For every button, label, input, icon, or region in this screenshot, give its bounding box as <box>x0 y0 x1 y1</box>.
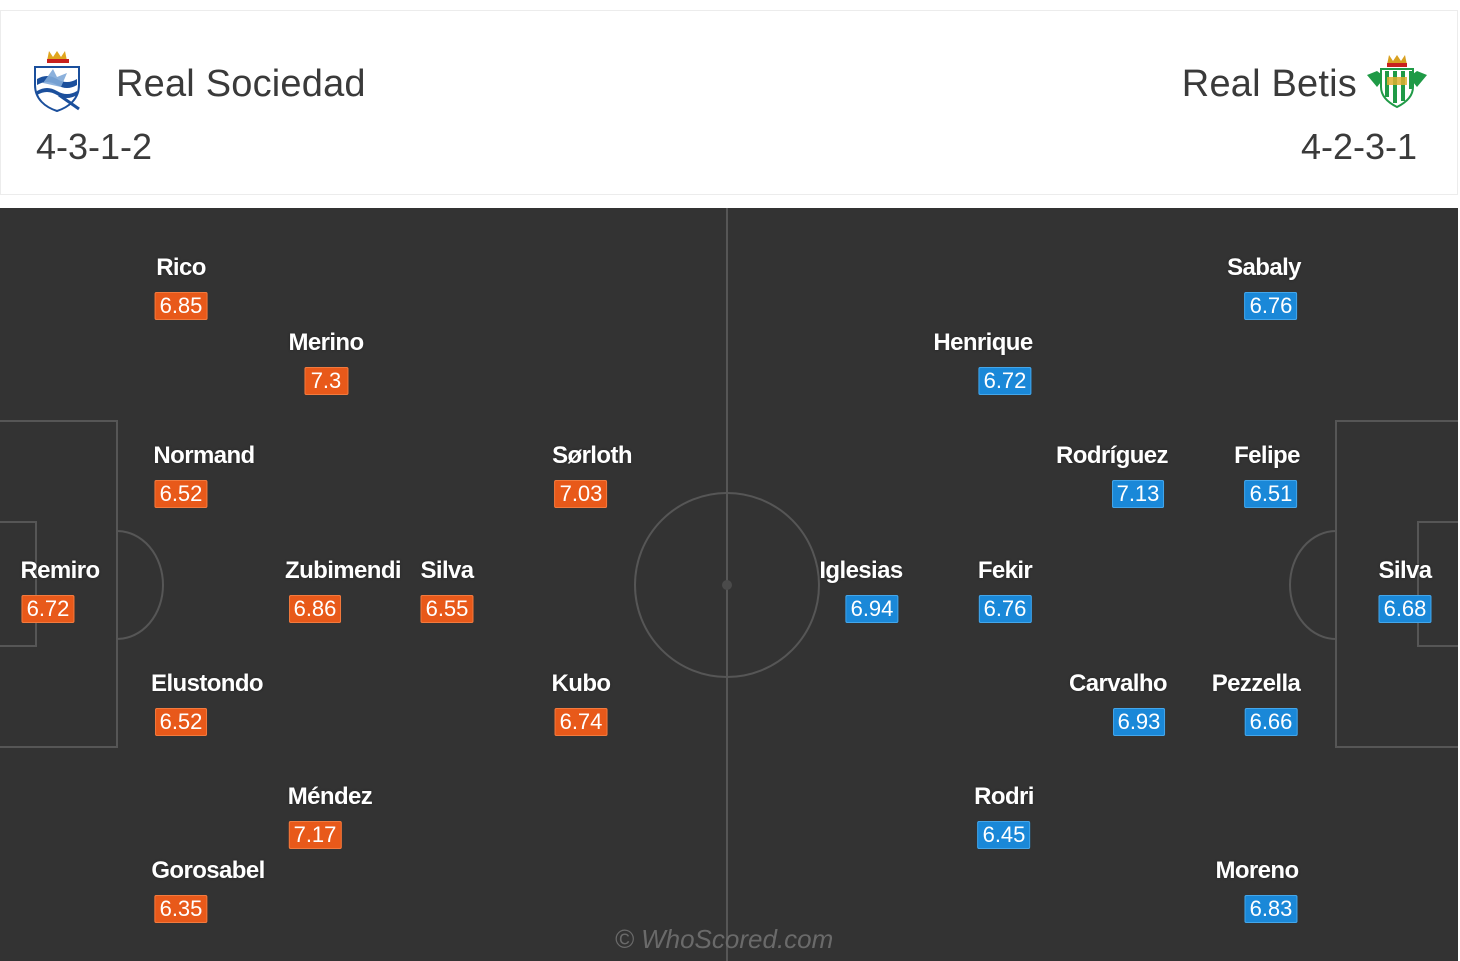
player-name: Sabaly <box>1227 254 1301 281</box>
match-header: Real Sociedad 4-3-1-2 Real Betis 4-2-3-1 <box>0 10 1458 195</box>
player-name: Zubimendi <box>285 557 402 584</box>
player-name: Gorosabel <box>151 857 265 884</box>
player-rating-badge: 6.94 <box>845 595 899 623</box>
player-rating-badge: 6.35 <box>154 895 208 923</box>
home-player-elustondo[interactable]: Elustondo 6.52 <box>151 670 264 736</box>
player-rating-badge: 6.55 <box>420 595 474 623</box>
player-rating-badge: 6.83 <box>1244 895 1298 923</box>
real-betis-crest-icon <box>1367 55 1427 109</box>
player-rating-badge: 6.68 <box>1378 595 1432 623</box>
player-name: Iglesias <box>819 557 903 584</box>
player-name: Merino <box>288 329 364 356</box>
player-name: Silva <box>1378 557 1432 584</box>
player-rating-badge: 7.3 <box>303 367 348 395</box>
player-name: Pezzella <box>1211 670 1301 697</box>
player-name: Elustondo <box>151 670 264 697</box>
away-team-name[interactable]: Real Betis <box>1181 63 1357 105</box>
player-name: Normand <box>153 442 255 469</box>
player-rating-badge: 6.52 <box>154 708 208 736</box>
player-rating-badge: 6.72 <box>978 367 1032 395</box>
home-team-name[interactable]: Real Sociedad <box>116 63 366 105</box>
player-rating-badge: 6.86 <box>288 595 342 623</box>
pitch: Rico 6.85 Merino 7.3 Normand 6.52 Sørlot… <box>0 208 1458 961</box>
player-name: Felipe <box>1234 442 1300 469</box>
player-name: Moreno <box>1215 857 1299 884</box>
real-sociedad-crest-icon <box>34 51 80 113</box>
home-player-silva[interactable]: Silva 6.55 <box>420 557 474 623</box>
pitch-markings <box>0 208 1458 961</box>
home-player-mendez[interactable]: Méndez 7.17 <box>287 783 373 849</box>
player-rating-badge: 6.76 <box>1244 292 1298 320</box>
player-rating-badge: 6.51 <box>1244 480 1298 508</box>
away-player-pezzella[interactable]: Pezzella 6.66 <box>1212 670 1301 736</box>
player-name: Rodríguez <box>1056 442 1169 469</box>
player-name: Silva <box>420 557 474 584</box>
away-player-rodriguez[interactable]: Rodríguez 7.13 <box>1056 442 1169 508</box>
player-rating-badge: 7.03 <box>554 480 608 508</box>
player-rating-badge: 6.66 <box>1244 708 1298 736</box>
player-rating-badge: 6.52 <box>154 480 208 508</box>
player-rating-badge: 6.45 <box>977 821 1031 849</box>
home-formation: 4-3-1-2 <box>36 126 153 167</box>
whoscored-watermark: © WhoScored.com <box>614 924 834 954</box>
away-player-carvalho[interactable]: Carvalho 6.93 <box>1069 670 1168 736</box>
home-player-rico[interactable]: Rico 6.85 <box>154 254 208 320</box>
player-name: Remiro <box>20 557 100 584</box>
away-player-felipe[interactable]: Felipe 6.51 <box>1234 442 1300 508</box>
home-player-sorloth[interactable]: Sørloth 7.03 <box>552 442 632 508</box>
player-name: Carvalho <box>1069 670 1168 697</box>
away-player-sabaly[interactable]: Sabaly 6.76 <box>1227 254 1301 320</box>
player-name: Méndez <box>287 783 373 810</box>
player-name: Rico <box>156 254 206 281</box>
player-name: Rodri <box>974 783 1034 810</box>
away-player-fekir[interactable]: Fekir 6.76 <box>977 557 1033 623</box>
home-player-kubo[interactable]: Kubo 6.74 <box>552 670 611 736</box>
away-player-henrique[interactable]: Henrique 6.72 <box>933 329 1033 395</box>
away-player-rodri[interactable]: Rodri 6.45 <box>974 783 1034 849</box>
player-name: Fekir <box>977 557 1033 584</box>
away-player-iglesias[interactable]: Iglesias 6.94 <box>819 557 903 623</box>
player-rating-badge: 6.72 <box>21 595 75 623</box>
away-player-moreno[interactable]: Moreno 6.83 <box>1215 857 1299 923</box>
player-rating-badge: 6.85 <box>154 292 208 320</box>
player-name: Sørloth <box>552 442 632 469</box>
player-rating-badge: 6.93 <box>1112 708 1166 736</box>
player-rating-badge: 7.13 <box>1111 480 1165 508</box>
player-name: Kubo <box>551 670 612 697</box>
player-rating-badge: 6.76 <box>978 595 1032 623</box>
home-player-normand[interactable]: Normand 6.52 <box>153 442 255 508</box>
away-player-silva[interactable]: Silva 6.68 <box>1378 557 1432 623</box>
player-rating-badge: 6.74 <box>554 708 608 736</box>
home-player-merino[interactable]: Merino 7.3 <box>288 329 364 395</box>
home-player-gorosabel[interactable]: Gorosabel 6.35 <box>151 857 265 923</box>
player-name: Henrique <box>933 329 1033 356</box>
home-player-zubimendi[interactable]: Zubimendi 6.86 <box>285 557 402 623</box>
away-formation: 4-2-3-1 <box>1300 126 1417 167</box>
home-player-remiro[interactable]: Remiro 6.72 <box>20 557 100 623</box>
player-rating-badge: 7.17 <box>288 821 342 849</box>
